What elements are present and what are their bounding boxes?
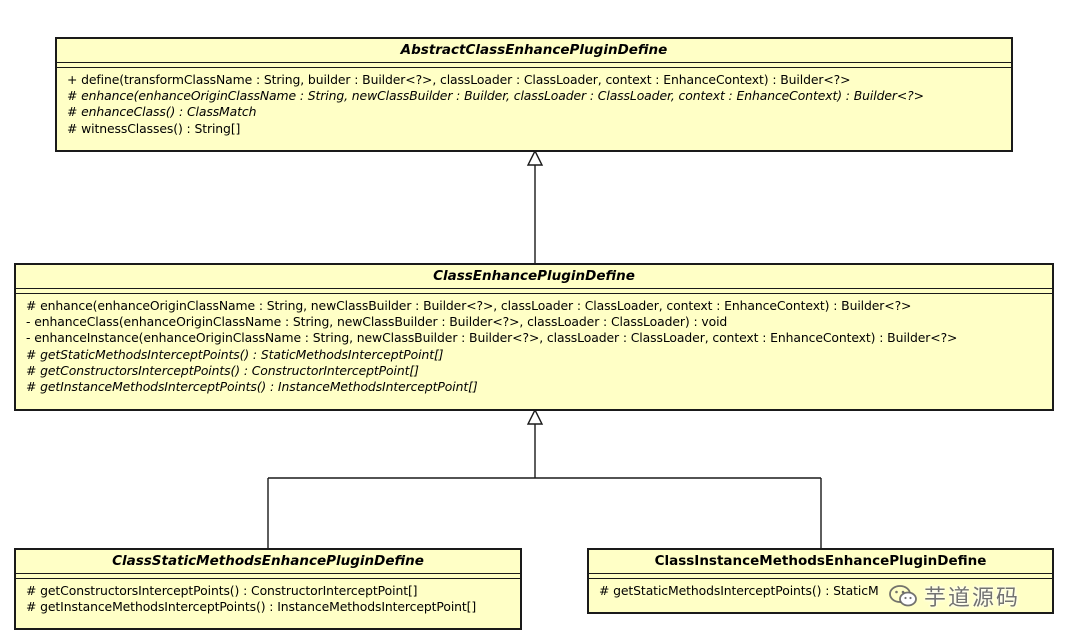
- operations-compartment: # enhance(enhanceOriginClassName : Strin…: [16, 294, 1052, 399]
- class-name: ClassStaticMethodsEnhancePluginDefine: [16, 550, 520, 574]
- class-abstract-class-enhance-plugin-define: AbstractClassEnhancePluginDefine + defin…: [55, 37, 1013, 152]
- attribute-compartment: [16, 289, 1052, 294]
- attribute-compartment: [57, 63, 1011, 68]
- class-class-instance-methods-enhance-plugin-define: ClassInstanceMethodsEnhancePluginDefine …: [587, 548, 1054, 614]
- operations-compartment: # getStaticMethodsInterceptPoints() : St…: [589, 579, 1052, 603]
- operation-define: + define(transformClassName : String, bu…: [67, 72, 851, 87]
- class-class-static-methods-enhance-plugin-define: ClassStaticMethodsEnhancePluginDefine # …: [14, 548, 522, 630]
- operation-get-constructors-intercept-points: # getConstructorsInterceptPoints() : Con…: [26, 583, 418, 598]
- operation-enhance-class: # enhanceClass() : ClassMatch: [67, 104, 257, 120]
- attribute-compartment: [16, 574, 520, 579]
- operation-enhance: # enhance(enhanceOriginClassName : Strin…: [67, 88, 924, 104]
- operation-get-static-methods-intercept-points: # getStaticMethodsInterceptPoints() : St…: [26, 346, 444, 362]
- operation-get-static-methods-intercept-points: # getStaticMethodsInterceptPoints() : St…: [599, 583, 879, 598]
- operations-compartment: # getConstructorsInterceptPoints() : Con…: [16, 579, 520, 619]
- inheritance-arrowhead-class: [526, 408, 544, 425]
- class-name: ClassEnhancePluginDefine: [16, 265, 1052, 289]
- watermark: 芋道源码: [888, 578, 1058, 614]
- operation-get-constructors-intercept-points: # getConstructorsInterceptPoints() : Con…: [26, 362, 419, 378]
- wechat-icon: [889, 585, 917, 607]
- class-name: ClassInstanceMethodsEnhancePluginDefine: [589, 550, 1052, 574]
- operation-enhance: # enhance(enhanceOriginClassName : Strin…: [26, 298, 912, 313]
- operation-enhance-class: - enhanceClass(enhanceOriginClassName : …: [26, 314, 728, 330]
- attribute-compartment: [589, 574, 1052, 579]
- class-class-enhance-plugin-define: ClassEnhancePluginDefine # enhance(enhan…: [14, 263, 1054, 411]
- operation-get-instance-methods-intercept-points: # getInstanceMethodsInterceptPoints() : …: [26, 599, 477, 615]
- inheritance-arrowhead-abstract: [526, 149, 544, 166]
- operation-get-instance-methods-intercept-points: # getInstanceMethodsInterceptPoints() : …: [26, 379, 478, 395]
- watermark-text: 芋道源码: [924, 586, 1021, 611]
- operation-enhance-instance: - enhanceInstance(enhanceOriginClassName…: [26, 330, 958, 346]
- class-name: AbstractClassEnhancePluginDefine: [57, 39, 1011, 63]
- operations-compartment: + define(transformClassName : String, bu…: [57, 68, 1011, 141]
- operation-witness-classes: # witnessClasses() : String[]: [67, 120, 241, 136]
